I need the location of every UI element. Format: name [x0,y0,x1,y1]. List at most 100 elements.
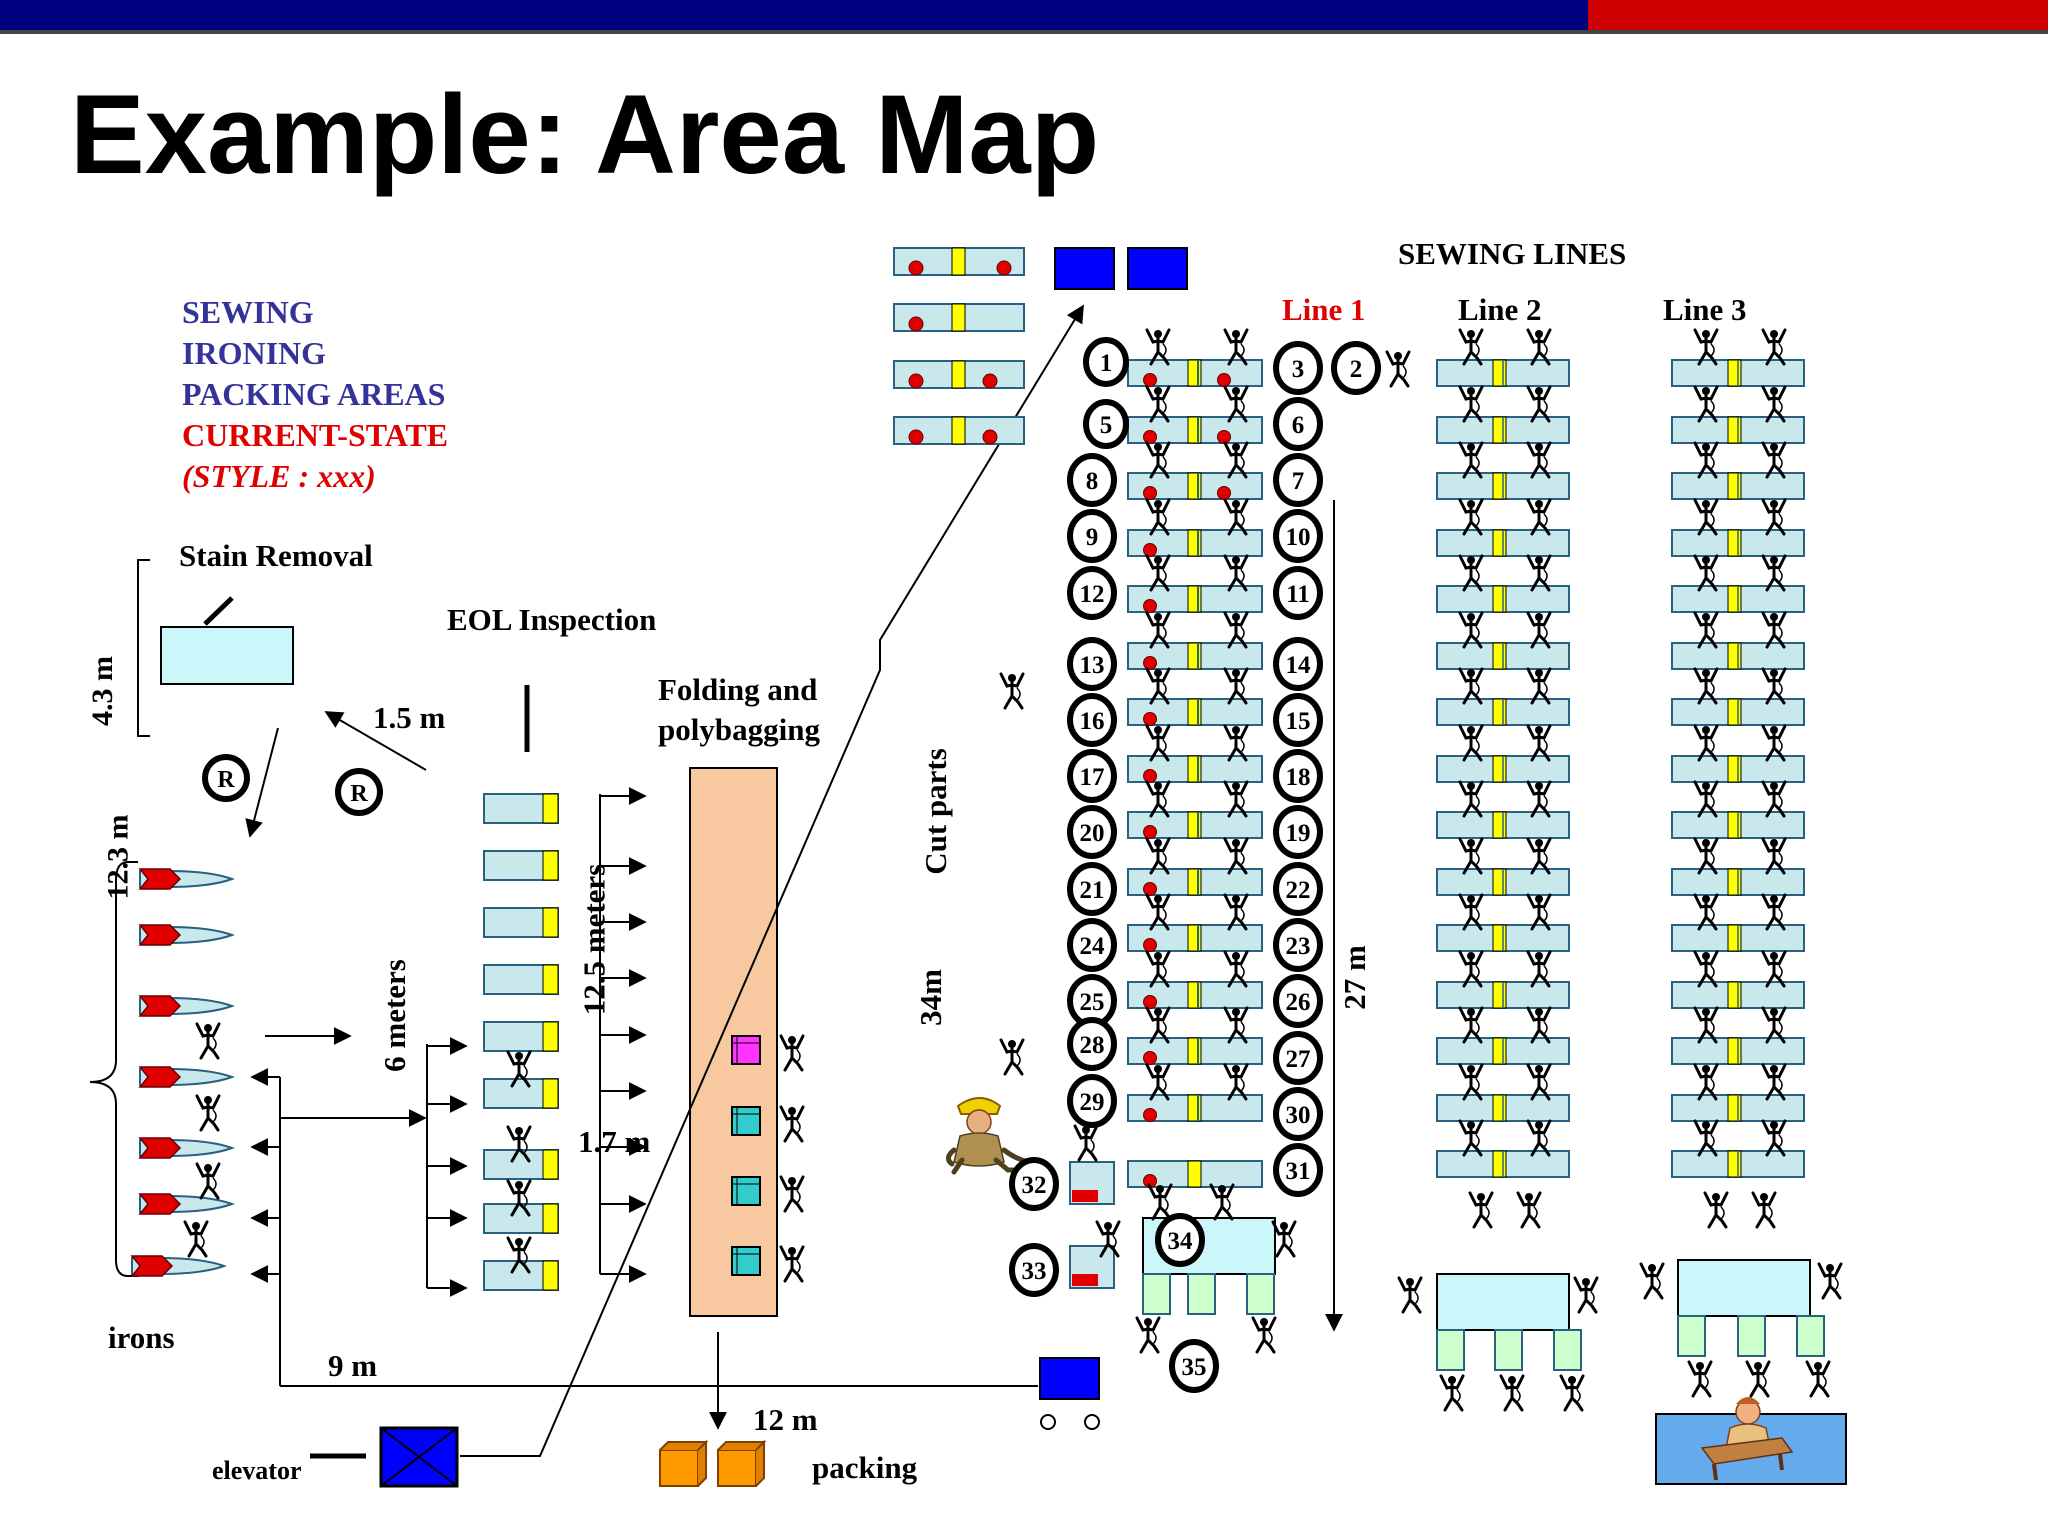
line3-end-table [1677,1259,1811,1317]
r-marker-label: R [350,781,368,807]
measure-eol-span: 6 meters [376,959,412,1072]
worker-figure-icon [1526,893,1552,931]
worker-figure-icon [1526,780,1552,818]
sewing-table [1127,1160,1263,1188]
worker-figure-icon [1223,950,1249,988]
station-number-marker: 26 [1273,974,1323,1028]
line2-tables [1385,328,1570,1229]
worker-figure-icon [1223,611,1249,649]
header-bar-red [1588,0,2048,34]
station-number: 13 [1080,652,1105,679]
worker-figure-icon [1458,667,1484,705]
worker-figure-icon [1458,1006,1484,1044]
polybag-stacks [731,1035,761,1276]
worker-figure-icon [1761,950,1787,988]
station-number: 9 [1086,524,1099,551]
sewing-table [1127,755,1263,783]
worker-figure-icon [1526,837,1552,875]
worker-figure-icon [1458,385,1484,423]
worker-figure-icon [1526,498,1552,536]
worker-figure-icon [1526,441,1552,479]
station-number-marker: 10 [1273,509,1323,563]
station-number: 7 [1292,468,1305,495]
station-number: 8 [1086,468,1099,495]
sewing-table [1127,981,1263,1009]
worker-figure-icon [1761,1006,1787,1044]
page-title: Example: Area Map [70,72,1100,197]
worker-figure-icon [1693,554,1719,592]
folding-label-line2: polybagging [658,712,820,747]
worker-figure-icon [1135,1316,1161,1354]
worker-figure-icon [1439,1374,1465,1412]
worker-figure-icon [1251,1316,1277,1354]
legend-packing: PACKING AREAS [182,376,446,412]
worker-figure-icon [779,1175,805,1213]
stain-removal-label: Stain Removal [179,538,373,573]
worker-figure-icon [779,1034,805,1072]
desk-operator-icon [1700,1397,1794,1481]
station-number-marker: 35 [1169,1339,1219,1393]
station-number: 23 [1286,933,1311,960]
station-number: 3 [1292,356,1305,383]
sewing-table [1127,529,1263,557]
worker-figure-icon [1693,724,1719,762]
worker-figure-icon [1145,498,1171,536]
legend-current-state: CURRENT-STATE [182,417,449,453]
worker-figure-icon [1468,1191,1494,1229]
worker-figure-icon [1693,950,1719,988]
flow-arrow-to-stain [324,711,427,771]
r-marker-2: R [335,768,383,816]
worker-figure-icon [1761,385,1787,423]
station-number: 32 [1022,1172,1047,1199]
worker-figure-icon [1223,667,1249,705]
worker-figure-icon [1693,1119,1719,1157]
worker-figure-icon [1761,441,1787,479]
stain-removal-table [160,626,294,685]
measure-pack-run: 12 m [753,1402,818,1437]
worker-figure-icon [1209,1183,1235,1221]
station-number-marker: 27 [1273,1031,1323,1085]
measure-iron-span: 12.3 m [101,814,135,900]
folding-label-line1: Folding and [658,672,818,707]
worker-figure-icon [195,1162,221,1200]
station-number-marker: 20 [1067,805,1117,859]
station-number-marker: 18 [1273,749,1323,803]
worker-figure-icon [1639,1262,1665,1300]
station-number: 20 [1080,820,1105,847]
header-rule [0,30,2048,34]
worker-figure-icon [1761,667,1787,705]
eol-inspection-label: EOL Inspection [447,602,657,637]
measure-fold-gap: 1.7 m [578,1124,651,1159]
cut-parts-label: Cut parts [917,748,953,875]
worker-figure-icon [1145,724,1171,762]
worker-figure-icon [1693,1006,1719,1044]
worker-figure-icon [1145,441,1171,479]
station-number: 31 [1286,1158,1311,1185]
legend: SEWING IRONING PACKING AREAS CURRENT-STA… [182,292,448,497]
iron-icon [139,1137,233,1159]
worker-figure-icon [1385,350,1411,388]
worker-figure-icon [1817,1262,1843,1300]
legend-sewing: SEWING [182,294,314,330]
station-number: 27 [1286,1046,1311,1073]
worker-figure-icon [1458,780,1484,818]
cart-icon [1127,247,1188,290]
station-number-marker: 21 [1067,862,1117,916]
worker-figure-icon [1526,1119,1552,1157]
cart-icon [1039,1357,1100,1430]
measure-stain-height: 4.3 m [86,656,119,726]
line3-label: Line 3 [1663,292,1747,327]
sewing-table [1127,1094,1263,1122]
iron-icon [139,995,233,1017]
worker-figure-icon [1145,950,1171,988]
station-number: 30 [1286,1102,1311,1129]
eol-tables [483,793,559,1291]
worker-figure-icon [1499,1374,1525,1412]
worker-figure-icon [1223,837,1249,875]
supervisor-figure-icon [946,1097,1031,1175]
header-bar-blue [0,0,1588,34]
station-number: 10 [1286,524,1311,551]
sewing-table [1127,698,1263,726]
station-number-marker: 34 [1155,1213,1205,1267]
worker-figure-icon [1761,498,1787,536]
